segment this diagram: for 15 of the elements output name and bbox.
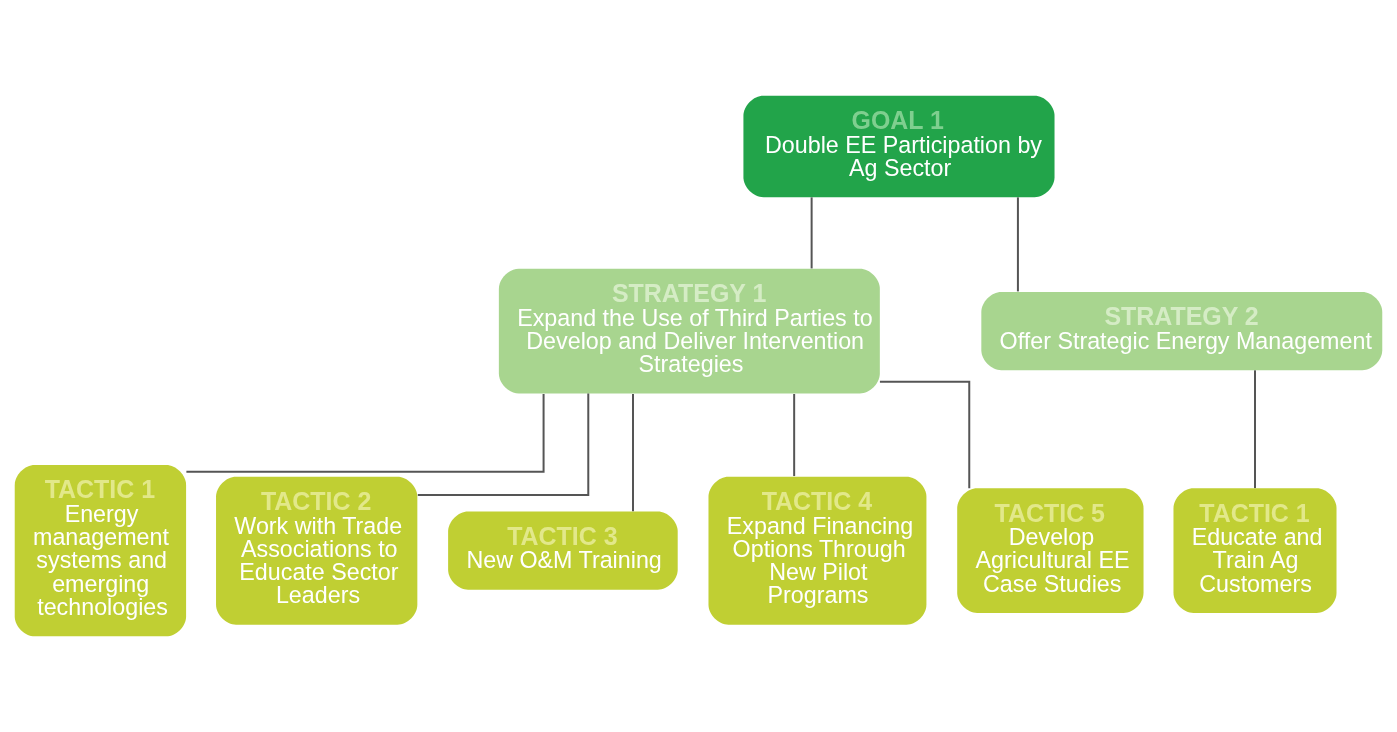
connector bbox=[1254, 369, 1256, 490]
connector bbox=[1016, 196, 1019, 293]
node-box: TACTIC 1 Energy management systems and emerging technologies bbox=[14, 465, 187, 637]
node-box: TACTIC 2 Work with Trade Associations to Educate Sector Leaders bbox=[216, 476, 418, 625]
connector bbox=[793, 393, 796, 478]
node-box: TACTIC 1 Educate and Train Ag Customers bbox=[1173, 488, 1337, 614]
connector bbox=[632, 393, 634, 513]
connector bbox=[810, 196, 813, 270]
node-box: TACTIC 5 Develop Agricultural EE Case Studies bbox=[957, 488, 1144, 614]
node-box: TACTIC 4 Expand Financing Options Through New Pilot Programs bbox=[708, 476, 927, 625]
connector bbox=[185, 392, 545, 473]
connector bbox=[416, 392, 590, 496]
node-box: GOAL 1 Double EE Participation by Ag Sector bbox=[743, 95, 1055, 198]
node-box: TACTIC 3 New O&M Training bbox=[448, 511, 678, 590]
connector bbox=[878, 380, 971, 490]
